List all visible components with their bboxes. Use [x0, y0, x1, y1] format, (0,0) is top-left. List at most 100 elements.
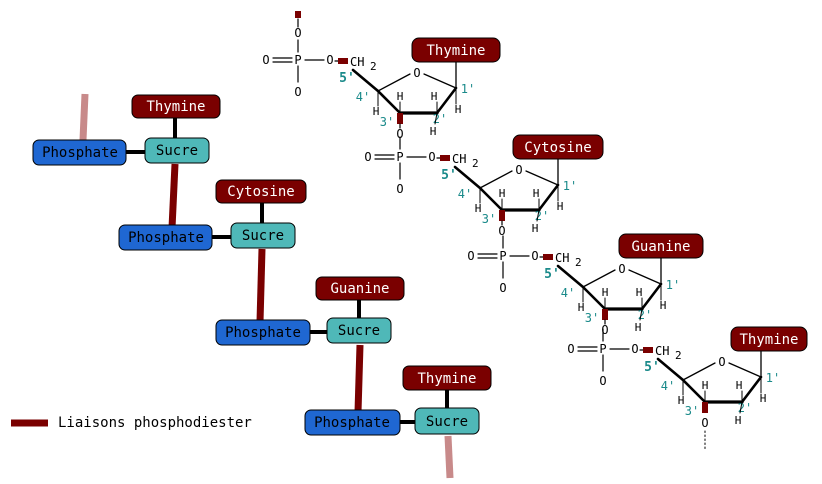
base-box — [402, 365, 492, 391]
base-box — [215, 179, 307, 204]
phosphorus-atom: P — [396, 150, 403, 164]
ring-bond — [640, 282, 663, 311]
phosphodiester-bond — [702, 402, 708, 413]
prime-3-label: 3' — [585, 311, 599, 325]
phosphodiester-bond — [397, 113, 403, 124]
base-label: Guanine — [631, 239, 690, 255]
hydrogen-atom: H — [533, 187, 540, 200]
oxygen-atom: O — [294, 85, 301, 99]
oxygen-atom: O — [599, 374, 606, 388]
base-box — [618, 233, 704, 259]
phosphate-box — [118, 224, 213, 251]
hydrogen-atom: H — [455, 103, 462, 116]
hydrogen-atom: H — [475, 202, 482, 215]
phosphate-box — [32, 139, 127, 166]
base-label: Cytosine — [524, 140, 591, 156]
hydrogen-atom: H — [532, 222, 539, 235]
phosphate-label: Phosphate — [225, 325, 301, 341]
subscript-2: 2 — [370, 60, 377, 73]
hydrogen-atom: H — [431, 90, 438, 103]
prime-4-label: 4' — [561, 286, 575, 300]
ring-oxygen: O — [515, 163, 522, 177]
sugar-box — [144, 137, 210, 164]
phosphodiester-bond — [643, 347, 653, 353]
bond-line — [639, 308, 643, 321]
c5-c4-bond — [656, 357, 685, 382]
subscript-2: 2 — [675, 349, 682, 362]
sugar-box — [326, 317, 392, 344]
base-label: Thymine — [426, 43, 485, 59]
subscript-2: 2 — [575, 256, 582, 269]
prime-5-label: 5' — [441, 168, 457, 183]
ring-bond — [728, 362, 762, 378]
ring-bond — [581, 285, 607, 311]
phosphate-label: Phosphate — [128, 230, 204, 246]
ring-bond — [681, 378, 707, 404]
prime-4-label: 4' — [356, 90, 370, 104]
ring-bond — [740, 375, 763, 404]
prime-4-label: 4' — [458, 187, 472, 201]
ring-bond — [525, 170, 559, 186]
prime-5-label: 5' — [544, 267, 560, 282]
backbone-bond — [354, 344, 364, 413]
phosphate-box — [215, 319, 311, 346]
bond-line — [536, 209, 540, 222]
hydrogen-atom: H — [702, 379, 709, 392]
hydrogen-atom: H — [636, 286, 643, 299]
base-label: Thymine — [417, 371, 476, 387]
oxygen-atom: O — [531, 249, 538, 263]
phosphorus-atom: P — [599, 342, 606, 356]
hydrogen-atom: H — [635, 321, 642, 334]
oxygen-atom: O — [567, 342, 574, 356]
sugar-label: Sucre — [338, 323, 380, 339]
oxygen-atom: O — [499, 281, 506, 295]
hydrogen-atom: H — [736, 379, 743, 392]
ring-oxygen: O — [718, 355, 725, 369]
base-label: Thymine — [739, 332, 798, 348]
backbone-bond — [168, 163, 179, 229]
legend: Liaisons phosphodiester — [11, 415, 252, 431]
base-label: Thymine — [146, 99, 205, 115]
ring-bond — [628, 269, 662, 285]
legend-label: Liaisons phosphodiester — [58, 415, 252, 431]
base-label: Guanine — [330, 281, 389, 297]
ring-bond — [682, 362, 716, 381]
phosphodiester-bond — [440, 155, 450, 161]
sugar-box — [414, 407, 480, 435]
backbone-bond — [256, 248, 266, 323]
phosphodiester-bond — [602, 309, 608, 320]
backbone-bond-faded-bottom — [444, 435, 454, 479]
hydrogen-atom: H — [557, 200, 564, 213]
hydrogen-atom: H — [397, 90, 404, 103]
hydrogen-atom: H — [735, 414, 742, 427]
prime-1-label: 1' — [461, 82, 475, 96]
ch2-group: CH — [555, 251, 569, 265]
phosphate-label: Phosphate — [314, 415, 390, 431]
prime-3-label: 3' — [380, 115, 394, 129]
sugar-box — [230, 222, 296, 249]
bond-line — [434, 112, 438, 125]
oxygen-atom: O — [326, 53, 333, 67]
ring-bond — [377, 73, 411, 92]
subscript-2: 2 — [472, 157, 479, 170]
sugar-label: Sucre — [242, 228, 284, 244]
hydrogen-atom: H — [430, 125, 437, 138]
oxygen-atom: O — [467, 249, 474, 263]
sugar-label: Sucre — [426, 414, 468, 430]
hydrogen-atom: H — [678, 394, 685, 407]
hydrogen-atom: H — [499, 187, 506, 200]
hydrogen-atom: H — [578, 301, 585, 314]
oxygen-atom: O — [262, 53, 269, 67]
phosphate-box — [304, 409, 401, 436]
bond-line — [739, 401, 743, 414]
oxygen-3-prime: O — [498, 224, 505, 238]
prime-1-label: 1' — [666, 278, 680, 292]
prime-3-label: 3' — [685, 404, 699, 418]
c5-c4-bond — [351, 68, 380, 93]
phosphate-label: Phosphate — [42, 145, 118, 161]
hydrogen-atom: H — [760, 392, 767, 405]
ch2-group: CH — [350, 55, 364, 69]
prime-3-label: 3' — [482, 212, 496, 226]
